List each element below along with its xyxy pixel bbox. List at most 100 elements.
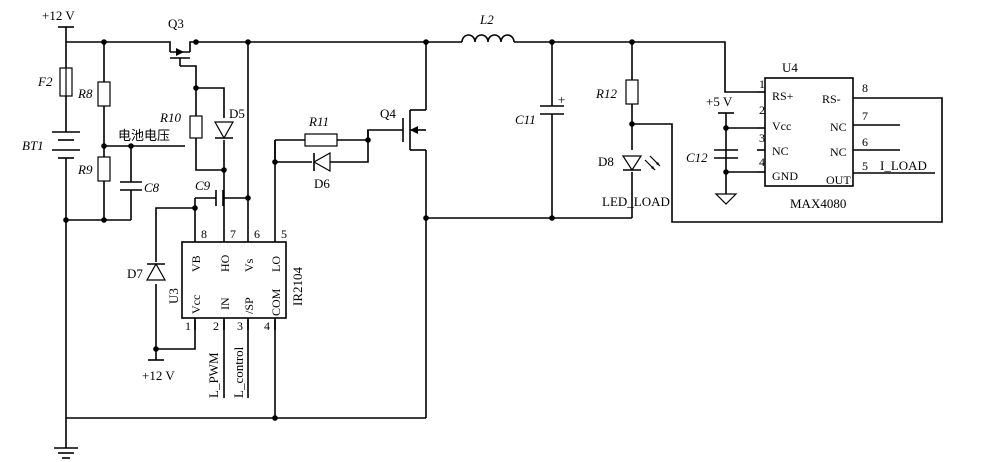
max4080-nc6: NC: [830, 145, 847, 159]
junction-dot: [63, 217, 69, 223]
junction-dot: [101, 143, 107, 149]
top-rail-right: [514, 41, 757, 93]
inductor-l2: [461, 34, 515, 43]
ir2104-pin6: 6: [254, 227, 260, 241]
wire-d6-right: [330, 129, 403, 163]
junction-dot: [245, 39, 251, 45]
l-pwm-label: L_PWM: [206, 352, 221, 398]
resistor-r8: [97, 81, 111, 107]
mosfet-q3: [170, 48, 190, 66]
junction-dot: [193, 85, 199, 91]
label-q3: Q3: [168, 16, 184, 31]
i-load-label: I_LOAD: [880, 158, 927, 173]
ir2104-pin4: 4: [264, 319, 270, 333]
wire-q3-gate: [180, 65, 197, 88]
max4080-out: OUT: [826, 173, 851, 187]
ir2104-pin8: 8: [201, 227, 207, 241]
max4080-nc3: NC: [772, 144, 789, 158]
max4080-pin5: 5: [862, 159, 868, 173]
wire-rs-minus: [632, 97, 943, 223]
label-d5: D5: [229, 106, 245, 121]
junction-dot: [192, 205, 198, 211]
vcc-bottom-label: +12 V: [142, 368, 175, 383]
label-u4: U4: [782, 60, 798, 75]
max4080-vcc: Vcc: [772, 119, 791, 133]
label-u3: U3: [166, 288, 181, 304]
junction-dot: [629, 39, 635, 45]
wire-q3-left: [163, 41, 171, 52]
ir2104-vs: Vs: [242, 258, 256, 272]
fuse-f2: [59, 67, 73, 97]
junction-dot: [272, 415, 278, 421]
max4080-pin8: 8: [862, 81, 868, 95]
max4080-pin7: 7: [862, 109, 868, 123]
capacitor-c12: [714, 149, 738, 159]
ir2104-ho: HO: [218, 254, 232, 272]
junction-dot: [423, 39, 429, 45]
junction-dot: [549, 39, 555, 45]
max4080-name: MAX4080: [790, 196, 846, 211]
label-c8: C8: [144, 180, 160, 195]
max4080-pin6: 6: [862, 135, 868, 149]
label-f2: F2: [37, 74, 53, 89]
label-r9: R9: [77, 162, 93, 177]
ground-icon: [714, 193, 738, 205]
junction-dot: [549, 215, 555, 221]
max4080-pin3: 3: [759, 131, 765, 145]
vcc-5v-label: +5 V: [706, 94, 733, 109]
vcc-top-label: +12 V: [42, 8, 75, 23]
ground-icon: [54, 447, 78, 459]
max4080-gnd: GND: [772, 169, 798, 183]
label-l2: L2: [479, 12, 494, 27]
label-r10: R10: [159, 110, 181, 125]
junction-dot: [423, 215, 429, 221]
capacitor-c9: [215, 190, 224, 206]
junction-dot: [365, 137, 371, 143]
battery-bt1: [52, 131, 80, 159]
led-load-label: LED_LOAD: [602, 194, 670, 209]
wire-d7-bottom: [155, 284, 196, 350]
ir2104-com: COM: [269, 288, 283, 316]
wire-d6-left: [274, 140, 312, 163]
max4080-rsplus: RS+: [772, 89, 794, 103]
l-control-label: L_control: [231, 346, 246, 398]
label-r12: R12: [595, 86, 617, 101]
ir2104-pin7: 7: [230, 227, 236, 241]
ir2104-vcc: Vcc: [189, 295, 203, 314]
max4080-pin2: 2: [759, 103, 765, 117]
ir2104-lo: LO: [269, 256, 283, 272]
diode-d5: [213, 121, 235, 140]
ir2104-pin5: 5: [281, 227, 287, 241]
ir2104-vb: VB: [189, 255, 203, 272]
junction-dot: [272, 159, 278, 165]
wire-d7-top: [155, 207, 195, 262]
resistor-r12: [625, 79, 639, 105]
wire-d5-top: [196, 87, 225, 118]
label-d6: D6: [314, 176, 330, 191]
max4080-rsminus: RS-: [822, 92, 841, 106]
junction-dot: [629, 121, 635, 127]
capacitor-c8: [120, 181, 142, 191]
label-r8: R8: [77, 86, 93, 101]
label-q4: Q4: [380, 106, 396, 121]
battery-voltage-label: 电池电压: [118, 129, 170, 144]
junction-dot: [221, 167, 227, 173]
label-c12: C12: [686, 150, 708, 165]
diode-d7: [145, 262, 167, 281]
junction-dot: [193, 39, 199, 45]
diode-d6: [312, 151, 331, 173]
max4080-pin4: 4: [759, 155, 765, 169]
label-d8: D8: [598, 154, 614, 169]
label-d7: D7: [127, 266, 143, 281]
resistor-r10: [189, 115, 203, 139]
max4080-nc7: NC: [830, 120, 847, 134]
ir2104-pin1: 1: [185, 319, 191, 333]
ir2104-pin3: 3: [237, 319, 243, 333]
junction-dot: [245, 195, 251, 201]
wire-r10-bottom: [195, 138, 224, 171]
junction-dot: [101, 39, 107, 45]
ir2104-sp: /SP: [242, 297, 256, 314]
capacitor-c11: [540, 105, 564, 115]
junction-dot: [153, 346, 159, 352]
